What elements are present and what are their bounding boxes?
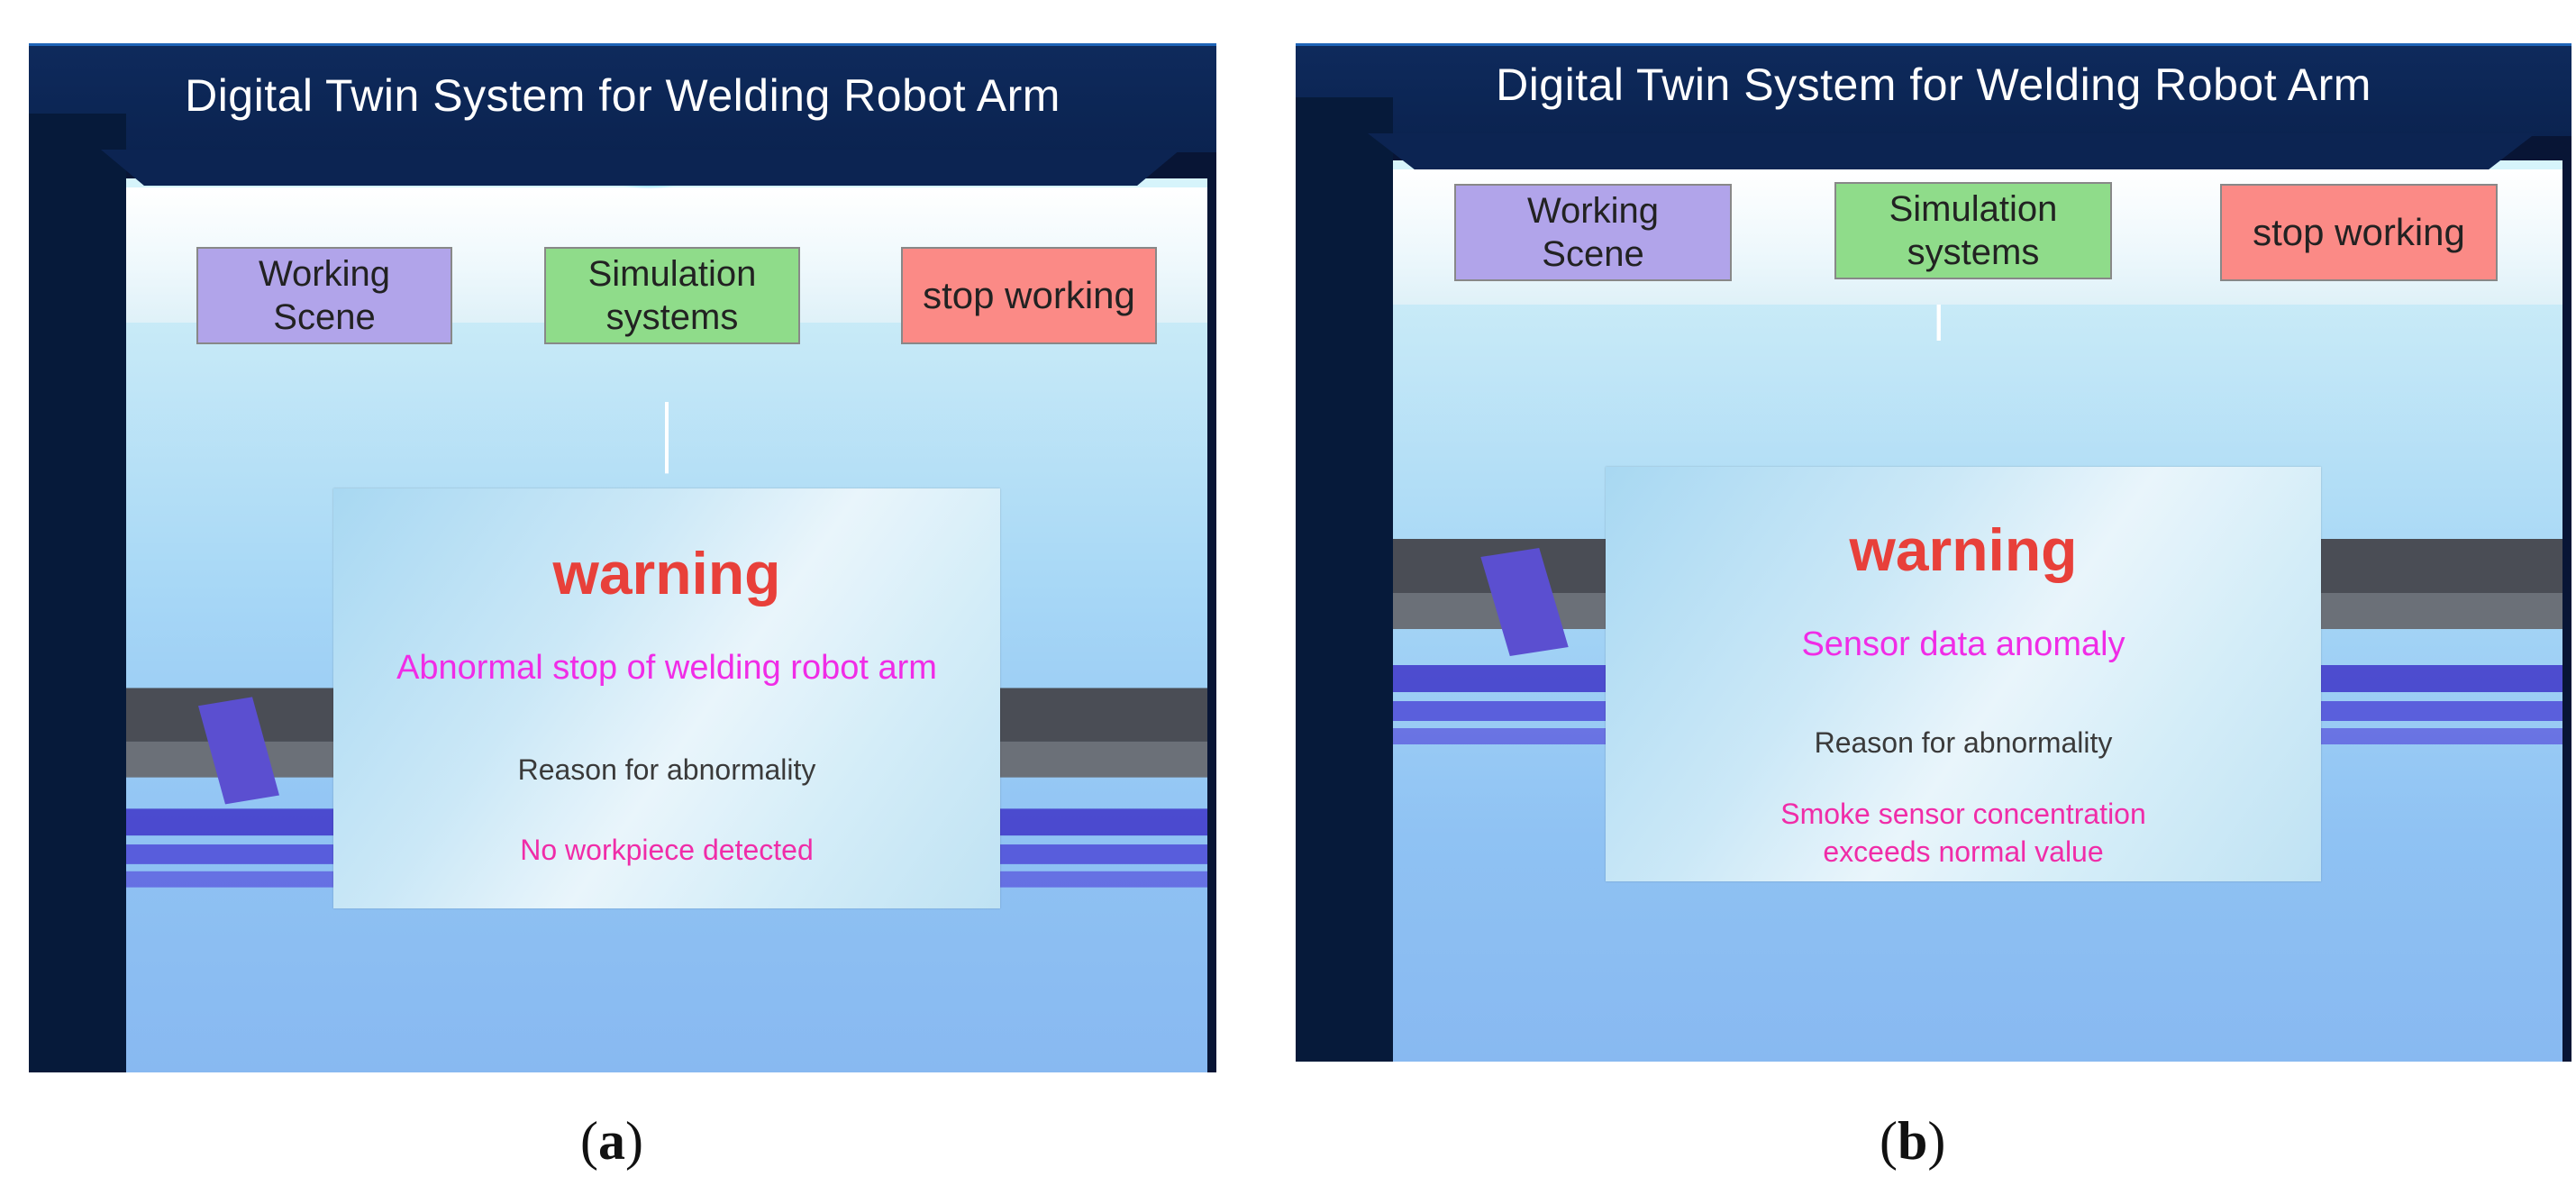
app-title: Digital Twin System for Welding Robot Ar… (1496, 59, 2371, 110)
robot-arm-part (1480, 548, 1569, 656)
caption-letter-b: b (1897, 1111, 1928, 1171)
warning-title: warning (1849, 516, 2078, 583)
title-bar: Digital Twin System for Welding Robot Ar… (29, 43, 1216, 152)
warning-message: Abnormal stop of welding robot arm (396, 649, 937, 687)
caption-letter-a: a (597, 1111, 625, 1171)
warning-dialog: warning Sensor data anomaly Reason for a… (1606, 467, 2321, 881)
left-frame (29, 114, 126, 1072)
working-scene-button[interactable]: Working Scene (1454, 184, 1732, 281)
reason-detail: Smoke sensor concentration exceeds norma… (1780, 798, 2146, 868)
left-frame (1296, 97, 1393, 1062)
warning-title: warning (552, 540, 781, 607)
screenshot-panel-a: Digital Twin System for Welding Robot Ar… (29, 43, 1216, 1072)
title-bar: Digital Twin System for Welding Robot Ar… (1296, 43, 2571, 136)
title-wing (1368, 133, 2535, 169)
reason-label: Reason for abnormality (517, 753, 816, 786)
stop-working-button[interactable]: stop working (901, 247, 1157, 344)
caption-b: (b) (1880, 1111, 1946, 1171)
caption-a: (a) (580, 1111, 643, 1171)
robot-arm-part (198, 697, 279, 805)
simulation-systems-button[interactable]: Simulation systems (1834, 182, 2112, 279)
reason-detail: No workpiece detected (520, 834, 814, 866)
stop-working-button[interactable]: stop working (2220, 184, 2498, 281)
warning-dialog: warning Abnormal stop of welding robot a… (333, 488, 1000, 908)
warning-message: Sensor data anomaly (1801, 625, 2125, 663)
working-scene-button[interactable]: Working Scene (196, 247, 452, 344)
title-wing (101, 150, 1180, 186)
reason-label: Reason for abnormality (1814, 726, 2113, 759)
app-title: Digital Twin System for Welding Robot Ar… (185, 70, 1060, 121)
screenshot-panel-b: Digital Twin System for Welding Robot Ar… (1296, 43, 2571, 1062)
simulation-systems-button[interactable]: Simulation systems (544, 247, 800, 344)
